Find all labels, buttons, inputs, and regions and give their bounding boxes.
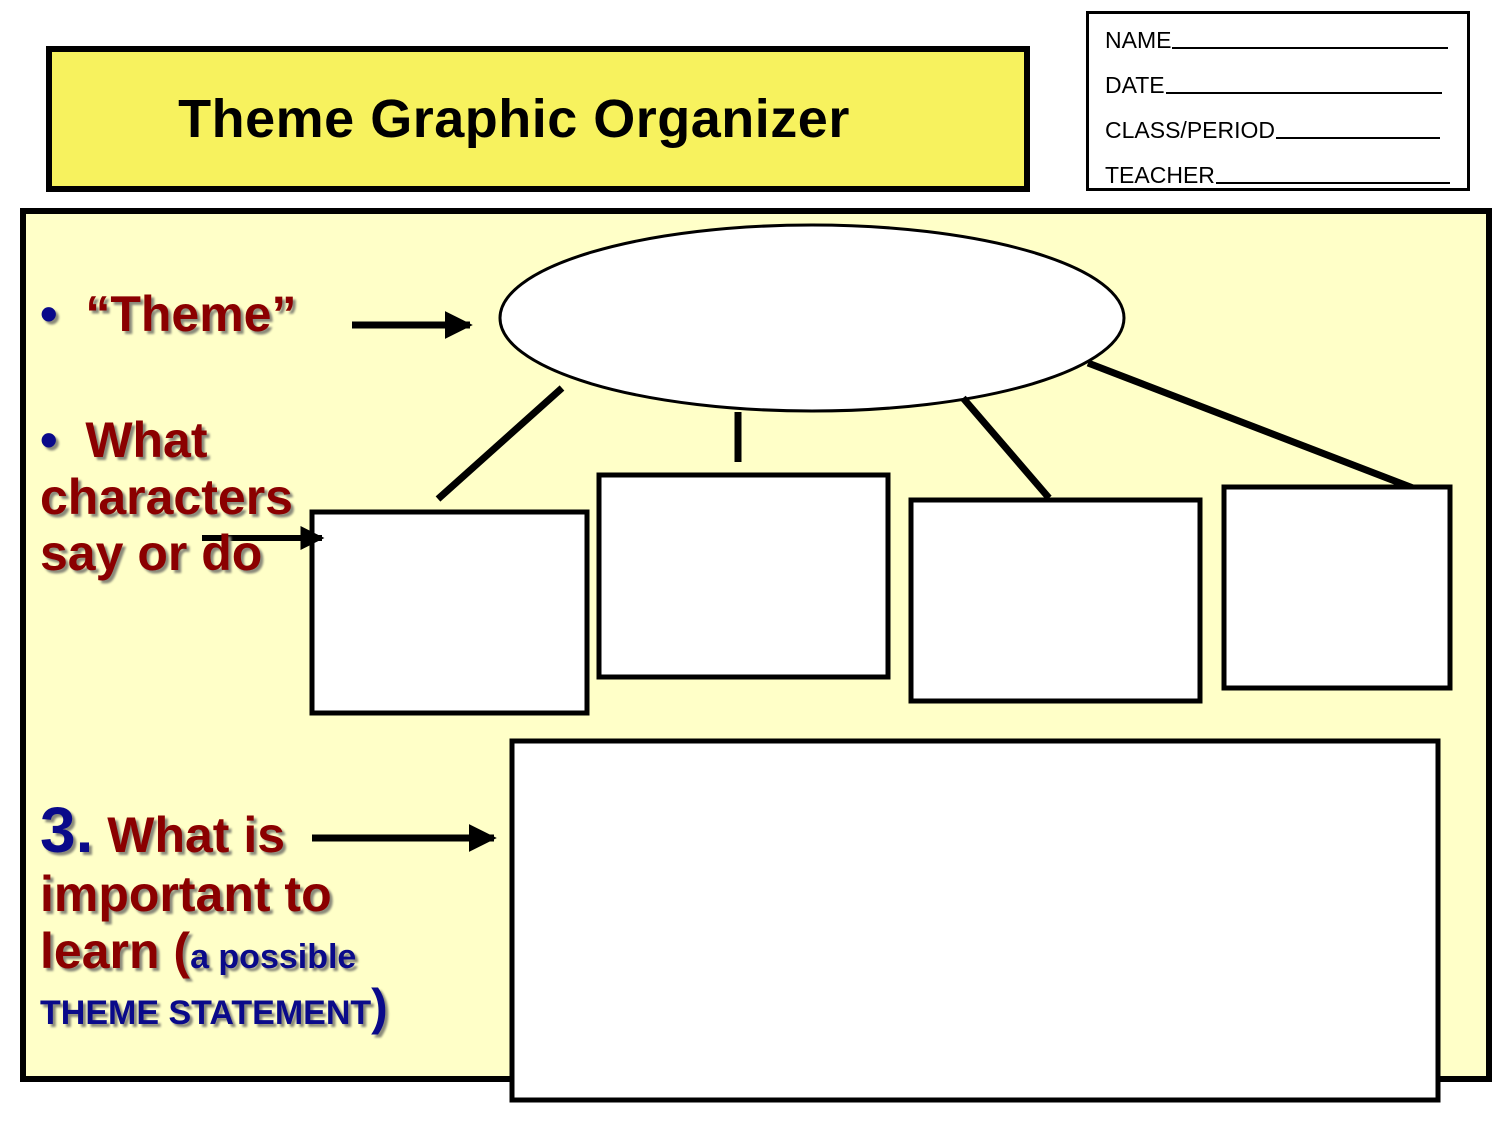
step-number: 3. [40, 794, 94, 866]
class-period-blank[interactable] [1276, 137, 1440, 139]
evidence-box-3[interactable] [908, 497, 1203, 704]
what-text: What [85, 412, 208, 468]
date-field[interactable]: DATE [1105, 54, 1467, 99]
date-label: DATE [1105, 72, 1165, 98]
characters-label: • What characters say or do [40, 412, 293, 582]
what-is-text: What is [93, 807, 286, 863]
class-period-field[interactable]: CLASS/PERIOD [1105, 99, 1467, 144]
bullet-icon: • [40, 412, 58, 468]
teacher-blank[interactable] [1215, 182, 1450, 184]
connector-line-3 [960, 395, 1052, 501]
evidence-box-2[interactable] [596, 472, 891, 680]
bullet-icon: • [40, 286, 58, 342]
important-to-text: important to [40, 866, 332, 923]
teacher-label: TEACHER [1105, 162, 1215, 188]
name-blank[interactable] [1172, 47, 1449, 49]
name-label: NAME [1105, 27, 1172, 53]
theme-statement-box[interactable] [509, 738, 1441, 1103]
connector-line-1 [435, 385, 565, 502]
learn-text: learn ( [40, 922, 191, 979]
title-banner: Theme Graphic Organizer [46, 46, 1030, 192]
close-paren-text: ) [371, 979, 388, 1036]
teacher-field[interactable]: TEACHER [1105, 144, 1467, 189]
theme-oval[interactable] [498, 223, 1126, 413]
a-possible-text: a possible [190, 937, 357, 976]
page-title: Theme Graphic Organizer [178, 89, 850, 149]
important-to-learn-label: 3. What is important to learn (a possibl… [40, 794, 388, 1036]
name-field[interactable]: NAME [1105, 24, 1467, 54]
class-period-label: CLASS/PERIOD [1105, 117, 1275, 143]
theme-statement-text: THEME STATEMENT [40, 994, 372, 1033]
theme-label-text: “Theme” [85, 286, 297, 342]
theme-label: • “Theme” [40, 286, 296, 343]
say-or-do-text: say or do [40, 525, 263, 581]
evidence-box-1[interactable] [309, 509, 590, 716]
student-info-box: NAME DATE CLASS/PERIOD TEACHER [1086, 11, 1470, 191]
connector-line-4 [1086, 359, 1415, 492]
characters-text: characters [40, 468, 293, 525]
date-blank[interactable] [1165, 92, 1442, 94]
evidence-box-4[interactable] [1221, 484, 1453, 691]
